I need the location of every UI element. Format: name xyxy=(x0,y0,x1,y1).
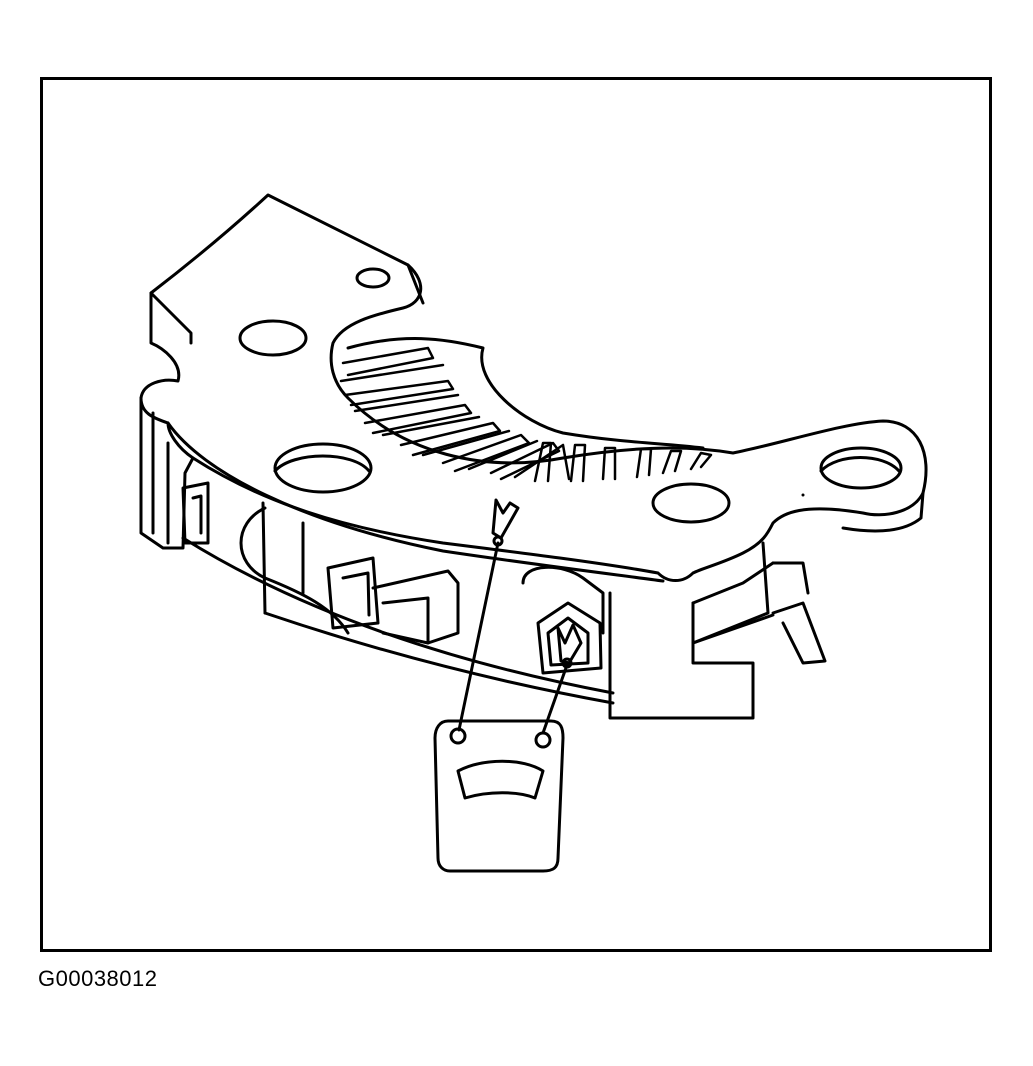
mounting-holes xyxy=(238,267,903,524)
meter-scale xyxy=(456,759,545,800)
mounting-hole-front-right xyxy=(651,482,731,524)
ohmmeter-icon xyxy=(433,719,565,873)
mounting-hole-front-left xyxy=(273,442,373,494)
test-leads xyxy=(457,498,583,735)
terminal-clips xyxy=(181,481,603,675)
test-lead-1 xyxy=(457,541,500,732)
mounting-hole-left xyxy=(238,319,308,357)
meter-jack-left xyxy=(449,727,467,745)
assembly-body xyxy=(139,396,827,720)
meter-jack-right xyxy=(534,731,552,749)
figure-id-label: G00038012 xyxy=(38,966,158,991)
cooling-fins xyxy=(339,346,713,483)
rectifier-bridge-illustration xyxy=(40,193,928,873)
test-probe-icon-2 xyxy=(556,623,583,665)
test-probe-icon xyxy=(491,498,520,540)
mounting-hole-top xyxy=(355,267,391,289)
diagram-frame xyxy=(40,77,992,952)
heat-sink-plate xyxy=(139,193,928,583)
mounting-hole-right xyxy=(819,446,903,490)
diode-terminal xyxy=(536,601,603,675)
